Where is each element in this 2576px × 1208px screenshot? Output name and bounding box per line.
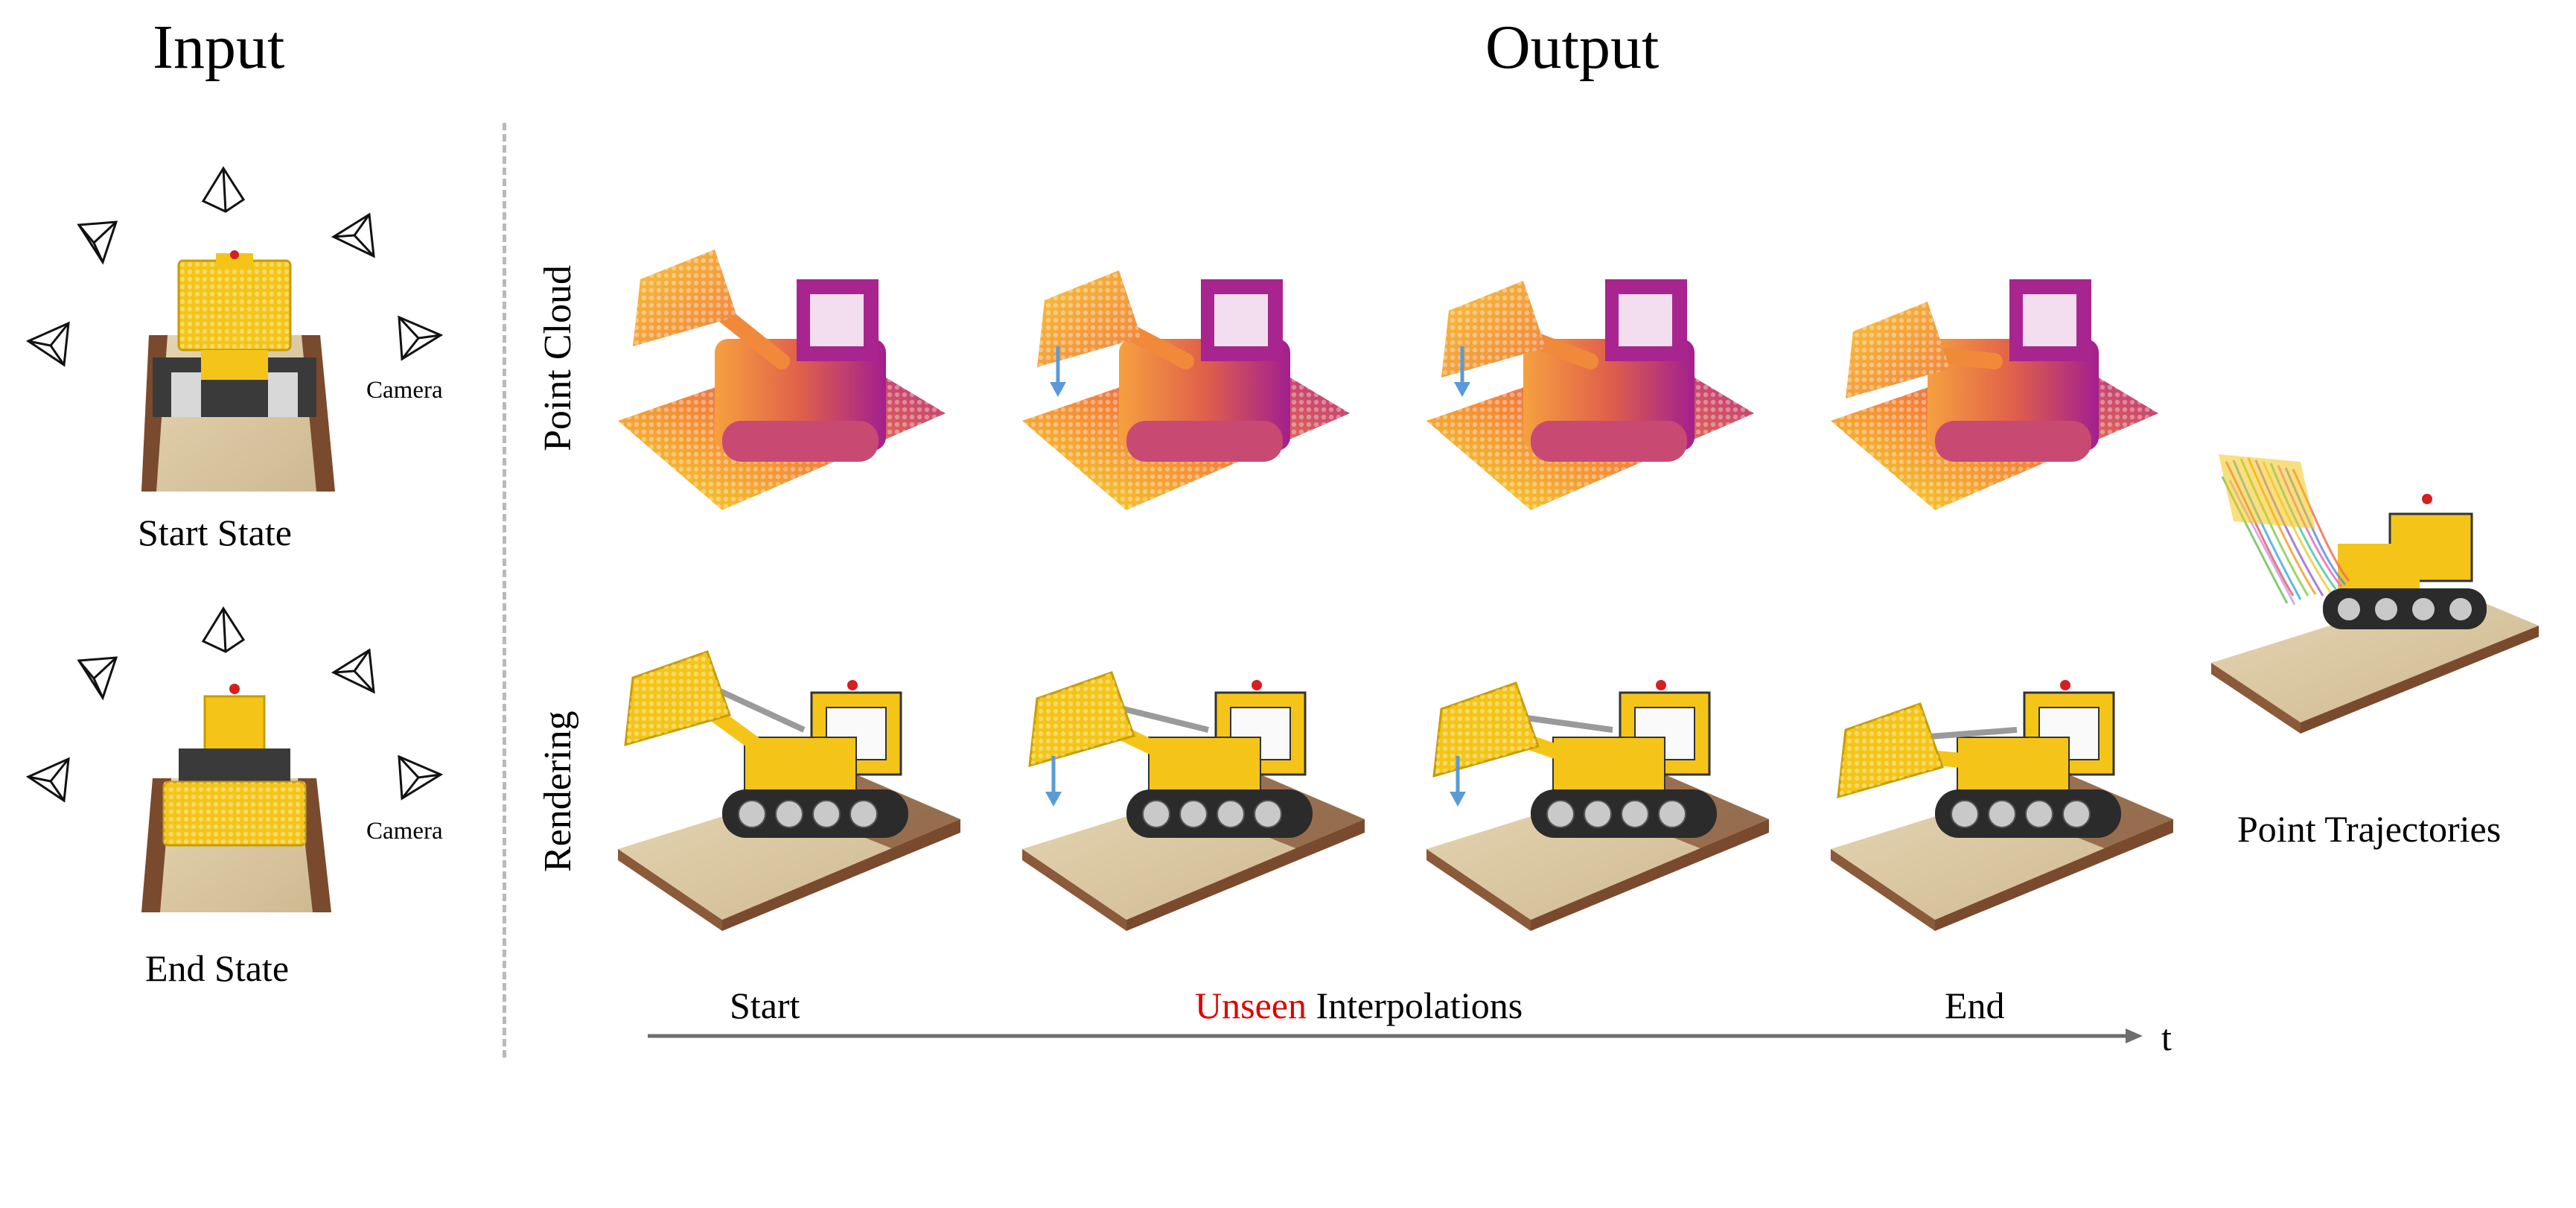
input-title: Input bbox=[153, 13, 285, 82]
start-state-model-image bbox=[141, 250, 335, 492]
down-arrow-icon bbox=[1454, 346, 1470, 397]
camera-frustum-icon bbox=[25, 757, 70, 803]
point-cloud-frame bbox=[618, 249, 946, 510]
end-state-panel: Camera End State bbox=[15, 600, 462, 1017]
camera-frustum-icon bbox=[77, 656, 118, 701]
camera-frustum-icon bbox=[77, 220, 118, 265]
camera-frustum-icon bbox=[331, 648, 375, 694]
timeline-interpolations-label: Unseen Interpolations bbox=[1195, 987, 1523, 1024]
rendering-frame bbox=[618, 650, 960, 931]
timeline-unseen-word: Unseen bbox=[1195, 985, 1307, 1026]
rendering-frame bbox=[1426, 680, 1769, 931]
row-label-point-cloud: Point Cloud bbox=[537, 265, 579, 451]
camera-frustum-icon bbox=[398, 754, 444, 801]
rendering-frame bbox=[1022, 671, 1365, 931]
camera-frustum-icon bbox=[201, 606, 246, 653]
input-output-divider bbox=[503, 123, 506, 1058]
start-state-label: Start State bbox=[138, 512, 292, 553]
time-axis-arrow-icon bbox=[648, 1029, 2143, 1043]
camera-label: Camera bbox=[366, 818, 443, 845]
rendering-frame bbox=[1831, 680, 2173, 931]
timeline-t-label: t bbox=[2161, 1017, 2172, 1058]
point-trajectories-image bbox=[2211, 454, 2539, 734]
down-arrow-icon bbox=[1045, 756, 1062, 807]
camera-frustum-icon bbox=[331, 212, 375, 258]
down-arrow-icon bbox=[1050, 346, 1066, 397]
point-cloud-frame bbox=[1022, 270, 1350, 510]
row-label-rendering: Rendering bbox=[537, 711, 579, 872]
down-arrow-icon bbox=[1450, 756, 1466, 807]
point-trajectories-label: Point Trajectories bbox=[2237, 808, 2502, 850]
end-state-model-image bbox=[141, 684, 331, 912]
output-title: Output bbox=[1485, 13, 1660, 82]
start-state-panel: Camera Start State bbox=[15, 156, 462, 551]
timeline-start-label: Start bbox=[730, 985, 800, 1026]
camera-frustum-icon bbox=[201, 166, 246, 213]
point-cloud-frame bbox=[1831, 279, 2158, 510]
end-state-label: End State bbox=[145, 947, 290, 989]
timeline-interpolations-word: Interpolations bbox=[1316, 985, 1523, 1026]
camera-frustum-icon bbox=[25, 321, 70, 367]
camera-frustum-icon bbox=[398, 315, 444, 361]
point-cloud-frame bbox=[1426, 279, 1754, 510]
timeline-end-label: End bbox=[1945, 985, 2005, 1026]
camera-label: Camera bbox=[366, 377, 443, 404]
